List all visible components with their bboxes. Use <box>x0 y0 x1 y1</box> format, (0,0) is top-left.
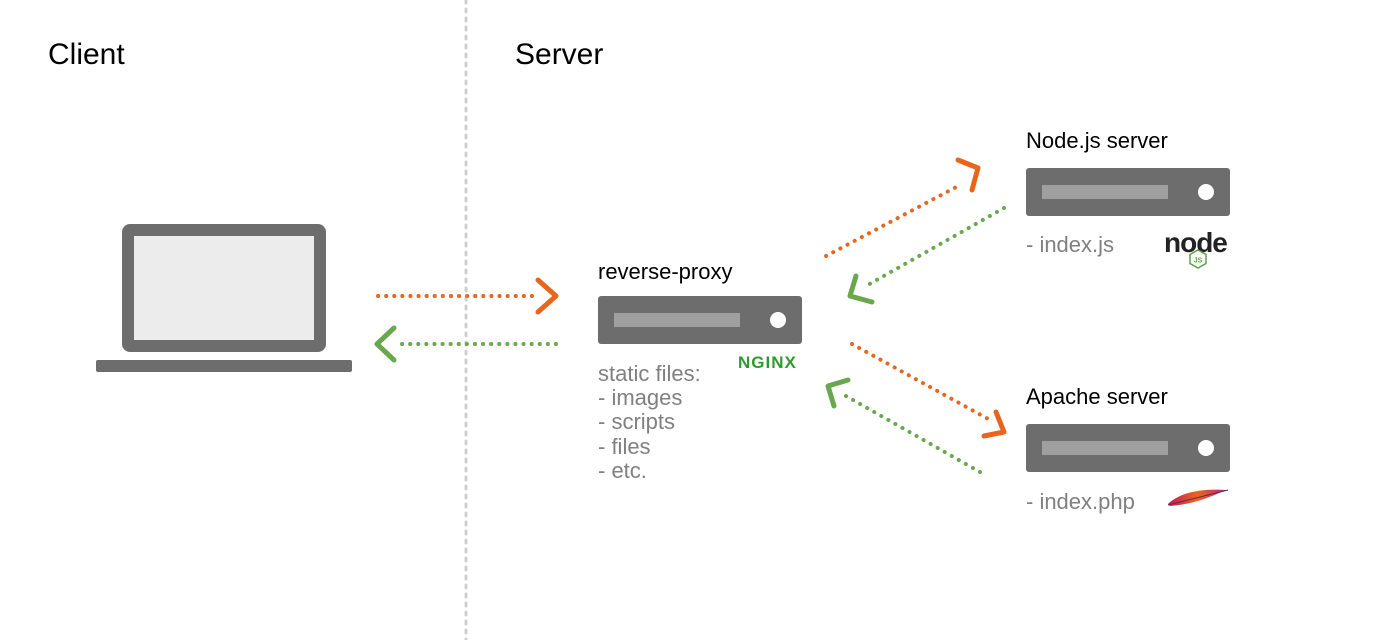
server-title: Server <box>515 38 604 71</box>
apache-server-label: Apache server <box>1026 384 1168 409</box>
note-item: - files <box>598 433 651 459</box>
svg-text:node: node <box>1164 227 1227 258</box>
client-to-proxy-request-arrow <box>376 277 559 315</box>
node-server-label: Node.js server <box>1026 128 1168 153</box>
apache-server-file: - index.php <box>1026 489 1135 514</box>
nodejs-logo: node JS <box>1164 227 1228 269</box>
notes-title: static files: <box>598 361 701 386</box>
apache-to-proxy-response-arrow <box>825 377 982 474</box>
apache-server-icon <box>1026 424 1230 472</box>
node-server-file: - index.js <box>1026 232 1115 257</box>
proxy-to-client-response-arrow <box>374 325 558 363</box>
reverse-proxy-label: reverse-proxy <box>598 259 733 284</box>
note-item: - etc. <box>598 457 647 483</box>
client-title: Client <box>48 38 125 71</box>
svg-text:JS: JS <box>1194 258 1203 265</box>
node-to-proxy-response-arrow <box>847 206 1006 305</box>
note-item: - scripts <box>598 409 675 435</box>
proxy-to-apache-request-arrow <box>850 342 1007 439</box>
reverse-proxy-notes: static files: - images - scripts - files… <box>598 361 701 483</box>
note-item: - images <box>598 385 683 411</box>
laptop-icon <box>96 224 352 372</box>
nginx-logo: NGINX <box>738 353 797 372</box>
proxy-to-node-request-arrow <box>824 157 981 258</box>
apache-feather-icon <box>1167 489 1229 506</box>
reverse-proxy-server-icon <box>598 296 802 344</box>
node-server-icon <box>1026 168 1230 216</box>
